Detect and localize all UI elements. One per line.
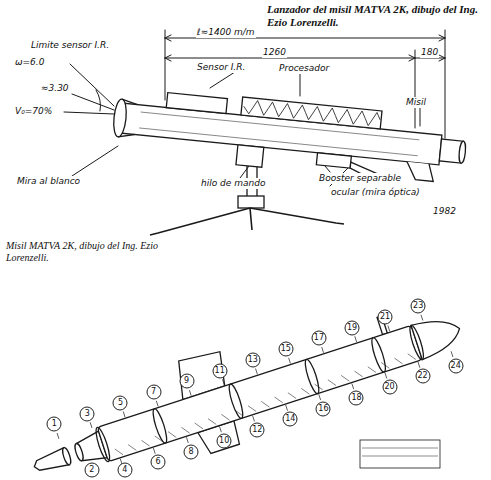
hatch-stroke — [328, 378, 336, 387]
callout-number: 1 — [47, 417, 62, 432]
hatch-stroke — [394, 356, 402, 365]
leader-line — [253, 416, 255, 422]
callout-number: 10 — [217, 433, 232, 448]
hatch-stroke — [128, 443, 136, 452]
part-label: ocular (mira óptica) — [330, 187, 421, 198]
leader-line — [186, 437, 188, 443]
callout-number: 23 — [411, 299, 426, 314]
leader-line — [220, 427, 222, 433]
part-label: Sensor I.R. — [196, 62, 246, 73]
callout-number: 9 — [179, 374, 194, 389]
leader-line — [90, 422, 92, 428]
leader-line — [355, 336, 357, 342]
callout-number: 7 — [146, 385, 161, 400]
hatch-stroke — [115, 447, 123, 456]
hatch-stroke — [301, 387, 309, 396]
hatch-stroke — [208, 417, 216, 426]
leader-line — [319, 394, 321, 400]
callout-number: 18 — [349, 390, 364, 405]
hatch-stroke — [261, 400, 269, 409]
callout-number: 13 — [245, 352, 260, 367]
hatch-stroke — [195, 421, 203, 430]
leader-line — [385, 373, 387, 379]
hatch-stroke — [381, 361, 389, 370]
hatch-stroke — [408, 352, 416, 361]
hatch-stroke — [141, 438, 149, 447]
leader-line — [286, 405, 288, 411]
date-label: 1982 — [432, 206, 457, 217]
leader-line — [153, 448, 155, 454]
callout-number: 2 — [84, 463, 99, 478]
dimension-lines — [64, 30, 445, 186]
launcher — [110, 85, 468, 235]
hatch-stroke — [354, 369, 362, 378]
title-stamp-lines — [362, 448, 438, 456]
part-label: Booster separable — [318, 173, 402, 184]
leader-line — [418, 362, 420, 368]
leader-line — [156, 401, 158, 407]
leader-line — [57, 433, 59, 439]
callout-number: 19 — [345, 320, 360, 335]
part-label: Misil — [405, 97, 427, 108]
dimension-label: 180 — [420, 47, 439, 58]
callout-number: 16 — [316, 401, 331, 416]
hatch-stroke — [168, 430, 176, 439]
leader-line — [256, 369, 258, 375]
callout-number: 4 — [117, 463, 132, 478]
callout-number: 24 — [448, 358, 463, 373]
callout-number: 20 — [382, 380, 397, 395]
part-label: Mira al blanco — [16, 176, 81, 187]
hatch-stroke — [368, 365, 376, 374]
leader-line — [123, 412, 125, 418]
callout-number: 15 — [278, 342, 293, 357]
callout-number: 17 — [311, 331, 326, 346]
missile — [17, 275, 472, 480]
hatch-stroke — [235, 408, 243, 417]
leader-line — [322, 347, 324, 353]
figure-caption: Lanzador del misil MATVA 2K, dibujo del … — [266, 3, 488, 29]
hatch-stroke — [155, 434, 163, 443]
leader-line — [388, 326, 390, 332]
callout-number: 14 — [283, 412, 298, 427]
angle-label: ≈3.30 — [40, 83, 70, 94]
callout-number: 5 — [113, 395, 128, 410]
hatch-stroke — [181, 425, 189, 434]
angle-label: ω=6.0 — [14, 57, 45, 68]
hatch-stroke — [315, 382, 323, 391]
dimension-label: 1260 — [262, 47, 287, 58]
hatch-stroke — [221, 412, 229, 421]
figure-caption: Misil MATVA 2K, dibujo del Ing. Ezio Lor… — [5, 240, 167, 264]
sensor-limit-label: Limite sensor I.R. — [30, 40, 110, 51]
leader-line — [451, 351, 453, 357]
callout-number: 8 — [184, 444, 199, 459]
speed-label: V₀=70% — [14, 106, 53, 117]
callout-number: 22 — [415, 369, 430, 384]
part-label: hilo de mando — [200, 178, 266, 189]
leader-line — [289, 358, 291, 364]
leader-line — [189, 390, 191, 396]
callout-number: 11 — [212, 363, 227, 378]
callout-leaders — [57, 315, 453, 475]
hatch-stroke — [288, 391, 296, 400]
dimension-label: ℓ≈1400 m/m — [196, 27, 256, 38]
hatch-stroke — [248, 404, 256, 413]
part-label: Procesador — [278, 63, 330, 74]
hatch-stroke — [341, 374, 349, 383]
leader-line — [421, 315, 423, 321]
title-stamp — [360, 440, 440, 468]
callout-number: 6 — [150, 455, 165, 470]
leader-line — [352, 384, 354, 390]
hatch-stroke — [275, 395, 283, 404]
callout-number: 21 — [378, 309, 393, 324]
leader-line — [222, 379, 224, 385]
callout-number: 12 — [250, 423, 265, 438]
callout-number: 3 — [80, 406, 95, 421]
